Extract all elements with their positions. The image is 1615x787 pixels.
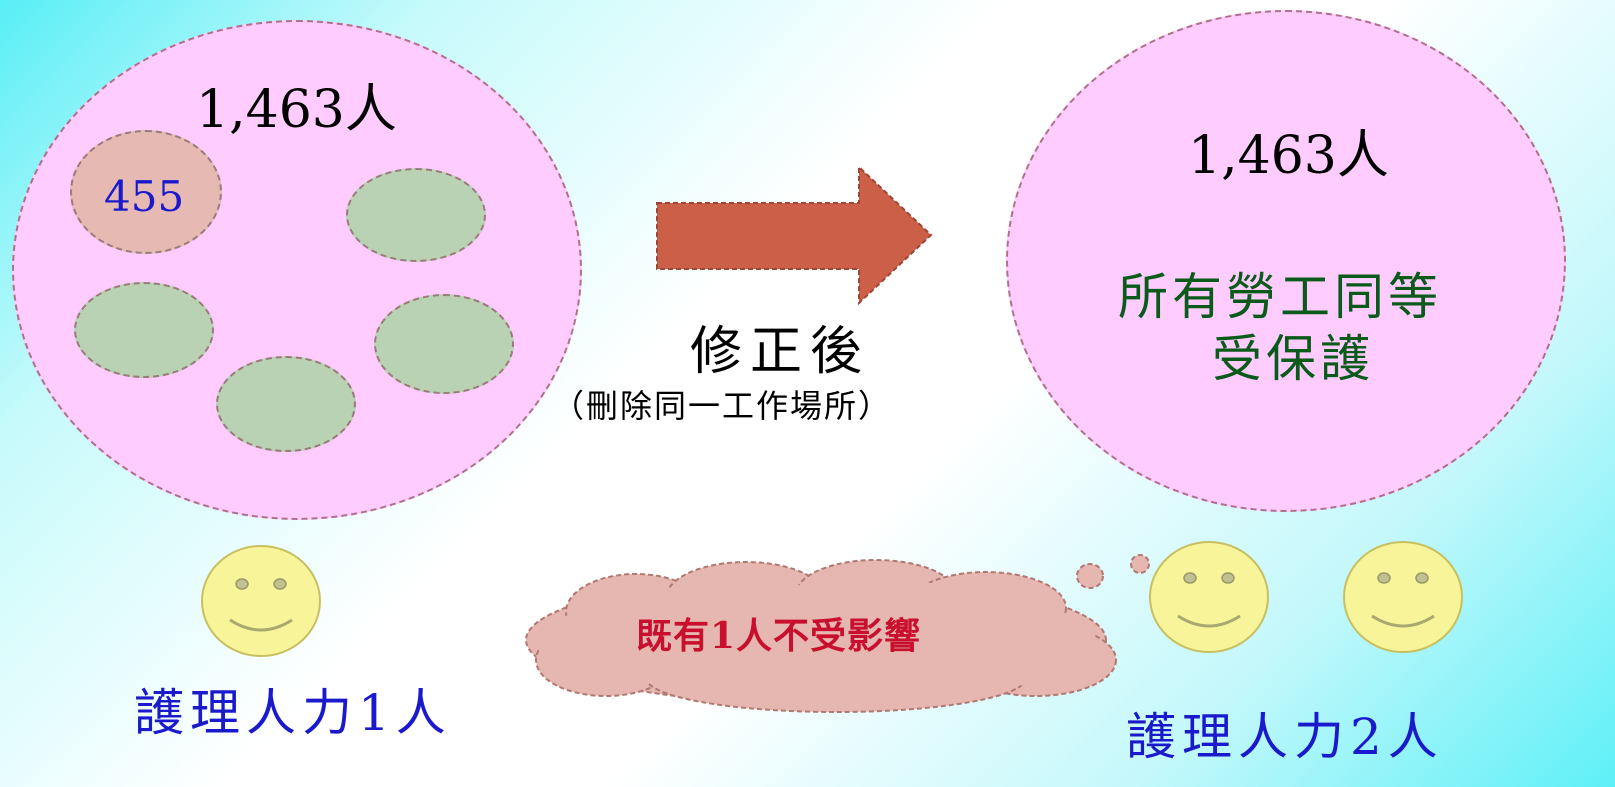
right-description-line1: 所有勞工同等 [1118, 268, 1442, 326]
left-total-label: 1,463人 [196, 80, 397, 140]
subgroup-count-label: 455 [104, 172, 185, 221]
right-workplace-ellipse [1006, 10, 1566, 512]
cloud-text: 既有1人不受影響 [636, 615, 922, 657]
left-nurse-label: 護理人力1人 [134, 684, 452, 742]
right-total-label: 1,463人 [1188, 126, 1389, 186]
right-arrow-icon [656, 165, 933, 305]
smiley-face-icon [1149, 541, 1269, 653]
subgroup-ellipse [216, 356, 356, 452]
transition-note: （刪除同一工作場所） [552, 387, 893, 425]
right-nurse-label: 護理人力2人 [1126, 708, 1444, 766]
subgroup-ellipse [74, 282, 214, 378]
right-description-line2: 受保護 [1212, 330, 1374, 388]
transition-title: 修正後 [690, 322, 871, 382]
subgroup-ellipse [346, 168, 486, 262]
thought-cloud [525, 554, 1150, 713]
smiley-face-icon [201, 545, 321, 657]
highlight-subgroup-ellipse [70, 130, 222, 254]
subgroup-ellipse [374, 294, 514, 394]
smiley-face-icon [1343, 541, 1463, 653]
